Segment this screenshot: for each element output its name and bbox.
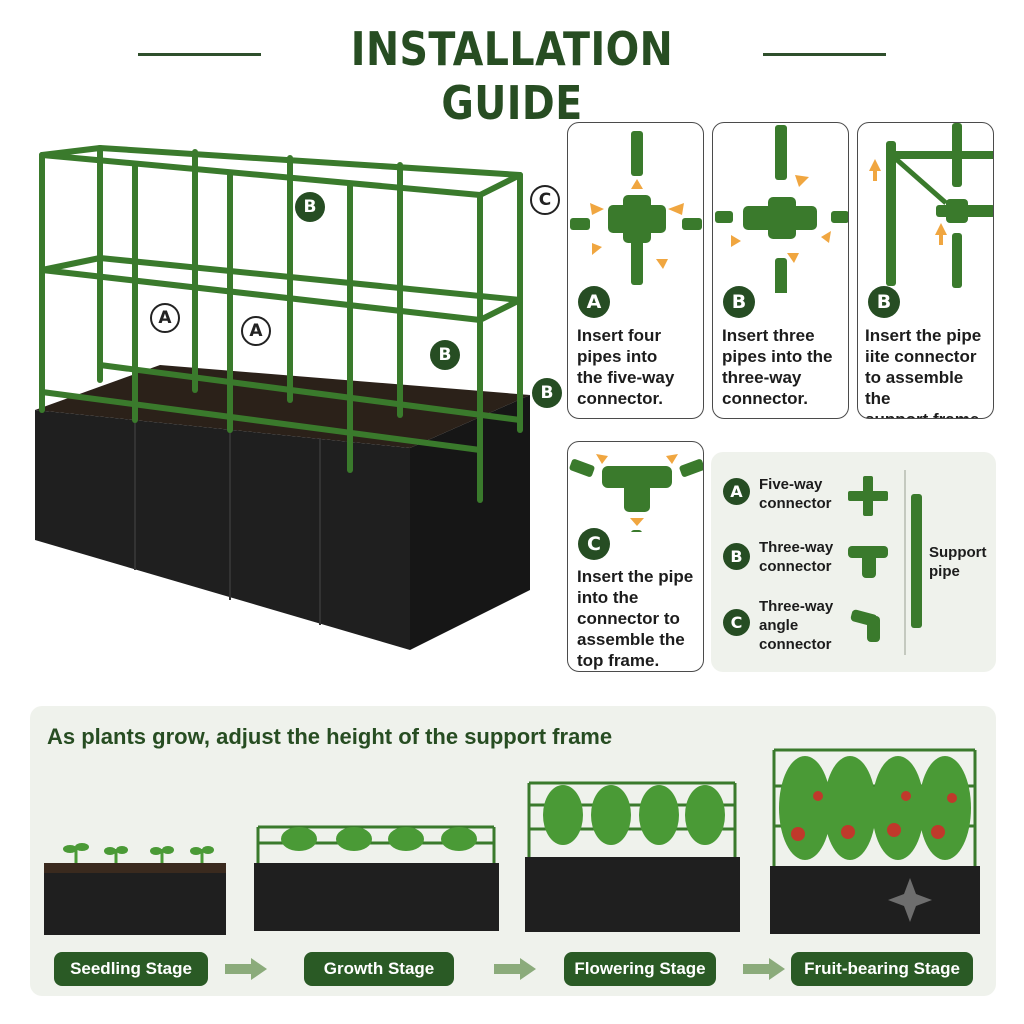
step-card-support-frame: B Insert the pipe iite connector to asse…: [857, 122, 994, 419]
legend-label-angle: Three-way angle connector: [759, 598, 834, 653]
stage-pill-growth: Growth Stage: [304, 952, 454, 986]
legend-divider: [904, 470, 906, 655]
seedling-stage-illustration: [44, 843, 226, 935]
callout-b-right: B: [430, 340, 460, 370]
callout-b-bottom: B: [532, 378, 562, 408]
page-title: INSTALLATION GUIDE: [350, 22, 674, 130]
growth-stages-panel: As plants grow, adjust the height of the…: [30, 706, 996, 996]
step-card-five-way: A Insert four pipes into the five-way co…: [567, 122, 704, 419]
support-pipe-icon: [911, 494, 922, 628]
arrow-right-icon: [494, 958, 536, 980]
stage-pill-seedling: Seedling Stage: [54, 952, 208, 986]
step-text-support-frame: Insert the pipe iite connector to assemb…: [865, 326, 984, 418]
stage-pill-fruit-bearing: Fruit-bearing Stage: [791, 952, 973, 986]
legend-badge-c: C: [723, 609, 750, 636]
callout-c: C: [530, 185, 560, 215]
five-way-connector-diagram: [570, 131, 702, 285]
growth-stage-illustration: [254, 825, 499, 931]
step-badge-c: C: [578, 528, 610, 560]
step-card-angle: C Insert the pipe into the connector to …: [567, 441, 704, 672]
three-way-connector-icon: [848, 546, 888, 578]
callout-a-left: A: [150, 303, 180, 333]
step-badge-b-support: B: [868, 286, 900, 318]
arrow-right-icon: [225, 958, 267, 980]
parts-legend: A Five-way connector B Three-way connect…: [711, 452, 996, 672]
assembled-planter-illustration: [35, 145, 530, 650]
angle-connector-icon: [850, 609, 880, 642]
title-line-right: [763, 53, 886, 56]
step-text-angle: Insert the pipe into the connector to as…: [577, 567, 694, 670]
step-text-five-way: Insert four pipes into the five-way conn…: [577, 326, 675, 408]
arrow-right-icon: [743, 958, 785, 980]
step-text-three-way: Insert three pipes into the three-way co…: [722, 326, 833, 408]
legend-badge-b: B: [723, 543, 750, 570]
support-frame-diagram: [869, 123, 993, 288]
callout-a-middle: A: [241, 316, 271, 346]
step-card-three-way: B Insert three pipes into the three-way …: [712, 122, 849, 419]
step-badge-a: A: [578, 286, 610, 318]
legend-label-three-way: Three-way connector: [759, 539, 834, 575]
step-badge-b: B: [723, 286, 755, 318]
title-row: INSTALLATION GUIDE: [0, 22, 1024, 130]
legend-badge-a: A: [723, 478, 750, 505]
five-way-connector-icon: [848, 476, 888, 516]
angle-connector-diagram: [569, 454, 703, 532]
legend-label-five-way: Five-way connector: [759, 476, 832, 512]
flowering-stage-illustration: [525, 781, 740, 932]
legend-label-support-pipe: Support pipe: [929, 544, 987, 580]
fruit-bearing-stage-illustration: [770, 748, 980, 934]
three-way-connector-diagram: [715, 125, 848, 293]
growth-heading: As plants grow, adjust the height of the…: [47, 724, 613, 749]
stage-pill-flowering: Flowering Stage: [564, 952, 716, 986]
callout-b-top: B: [295, 192, 325, 222]
title-line-left: [138, 53, 261, 56]
